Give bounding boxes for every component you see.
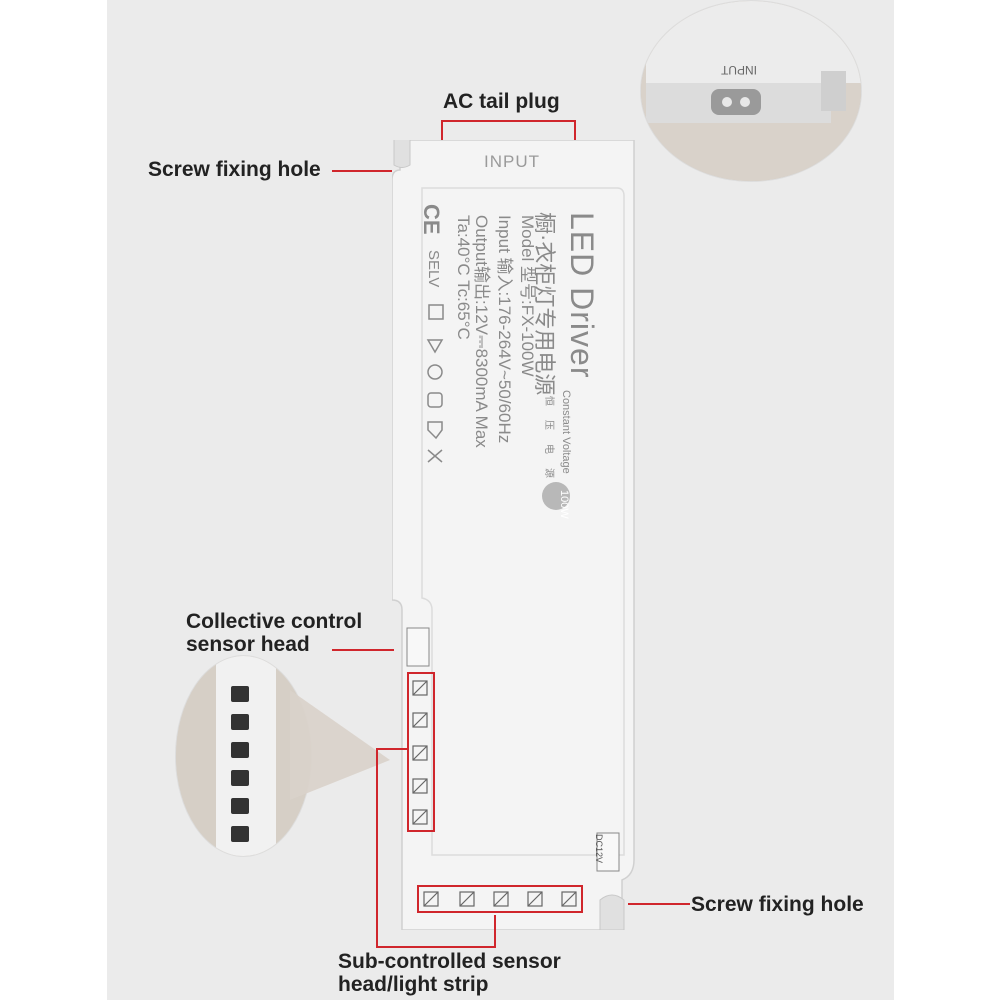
ac-plug-line-r: [574, 120, 576, 140]
input-spec: Input 输入:176-264V~50/60Hz: [495, 215, 514, 444]
temperature-spec: Ta:40°C Tc:65°C: [454, 215, 473, 340]
constant-voltage-cn: 恒压电源: [543, 396, 554, 492]
ac-plug-line-h: [441, 120, 576, 122]
sub-line-h-left: [376, 748, 408, 750]
callout-screw-hole-top: Screw fixing hole: [148, 158, 321, 181]
callout-sub-line1: Sub-controlled sensor: [338, 950, 561, 973]
collective-line: [332, 649, 394, 651]
inset-sensor-ports: [175, 655, 312, 857]
sub-line-v-bottom: [494, 915, 496, 948]
ce-mark: CE: [419, 204, 444, 235]
device-body: [392, 140, 635, 930]
led-driver-device: INPUT LED Driver 橱·衣柜灯专用电源 Constant Volt…: [392, 140, 642, 930]
sub-line-v-left: [376, 748, 378, 948]
callout-ac-tail-plug: AC tail plug: [443, 90, 560, 113]
dc-label: DC12V: [594, 834, 604, 864]
ac-plug-line-l: [441, 120, 443, 140]
inset-pointer: [290, 690, 390, 800]
wattage-badge: [542, 482, 570, 510]
side-ports-highlight: [407, 672, 435, 832]
device-title: LED Driver: [564, 212, 600, 379]
callout-screw-hole-bottom: Screw fixing hole: [691, 893, 864, 916]
constant-voltage-label: Constant Voltage: [560, 390, 572, 474]
callout-collective-line1: Collective control: [186, 610, 363, 633]
wattage-badge-label: 100W: [558, 490, 570, 519]
callout-sub-line2: head/light strip: [338, 973, 489, 996]
input-label: INPUT: [484, 152, 540, 171]
screw-top-line: [332, 170, 392, 172]
model-spec: Model 型号:FX-100W: [518, 215, 537, 377]
screw-bottom-line: [628, 903, 690, 905]
sub-line-h-bottom: [376, 946, 496, 948]
bottom-ports-highlight: [417, 885, 583, 913]
callout-collective-line2: sensor head: [186, 633, 310, 656]
selv-mark: SELV: [425, 250, 442, 288]
inset-input-label: INPUT: [721, 63, 757, 77]
output-spec: Output输出:12V⎓8300mA Max: [472, 215, 491, 448]
inset-ac-plug: INPUT: [640, 0, 862, 182]
